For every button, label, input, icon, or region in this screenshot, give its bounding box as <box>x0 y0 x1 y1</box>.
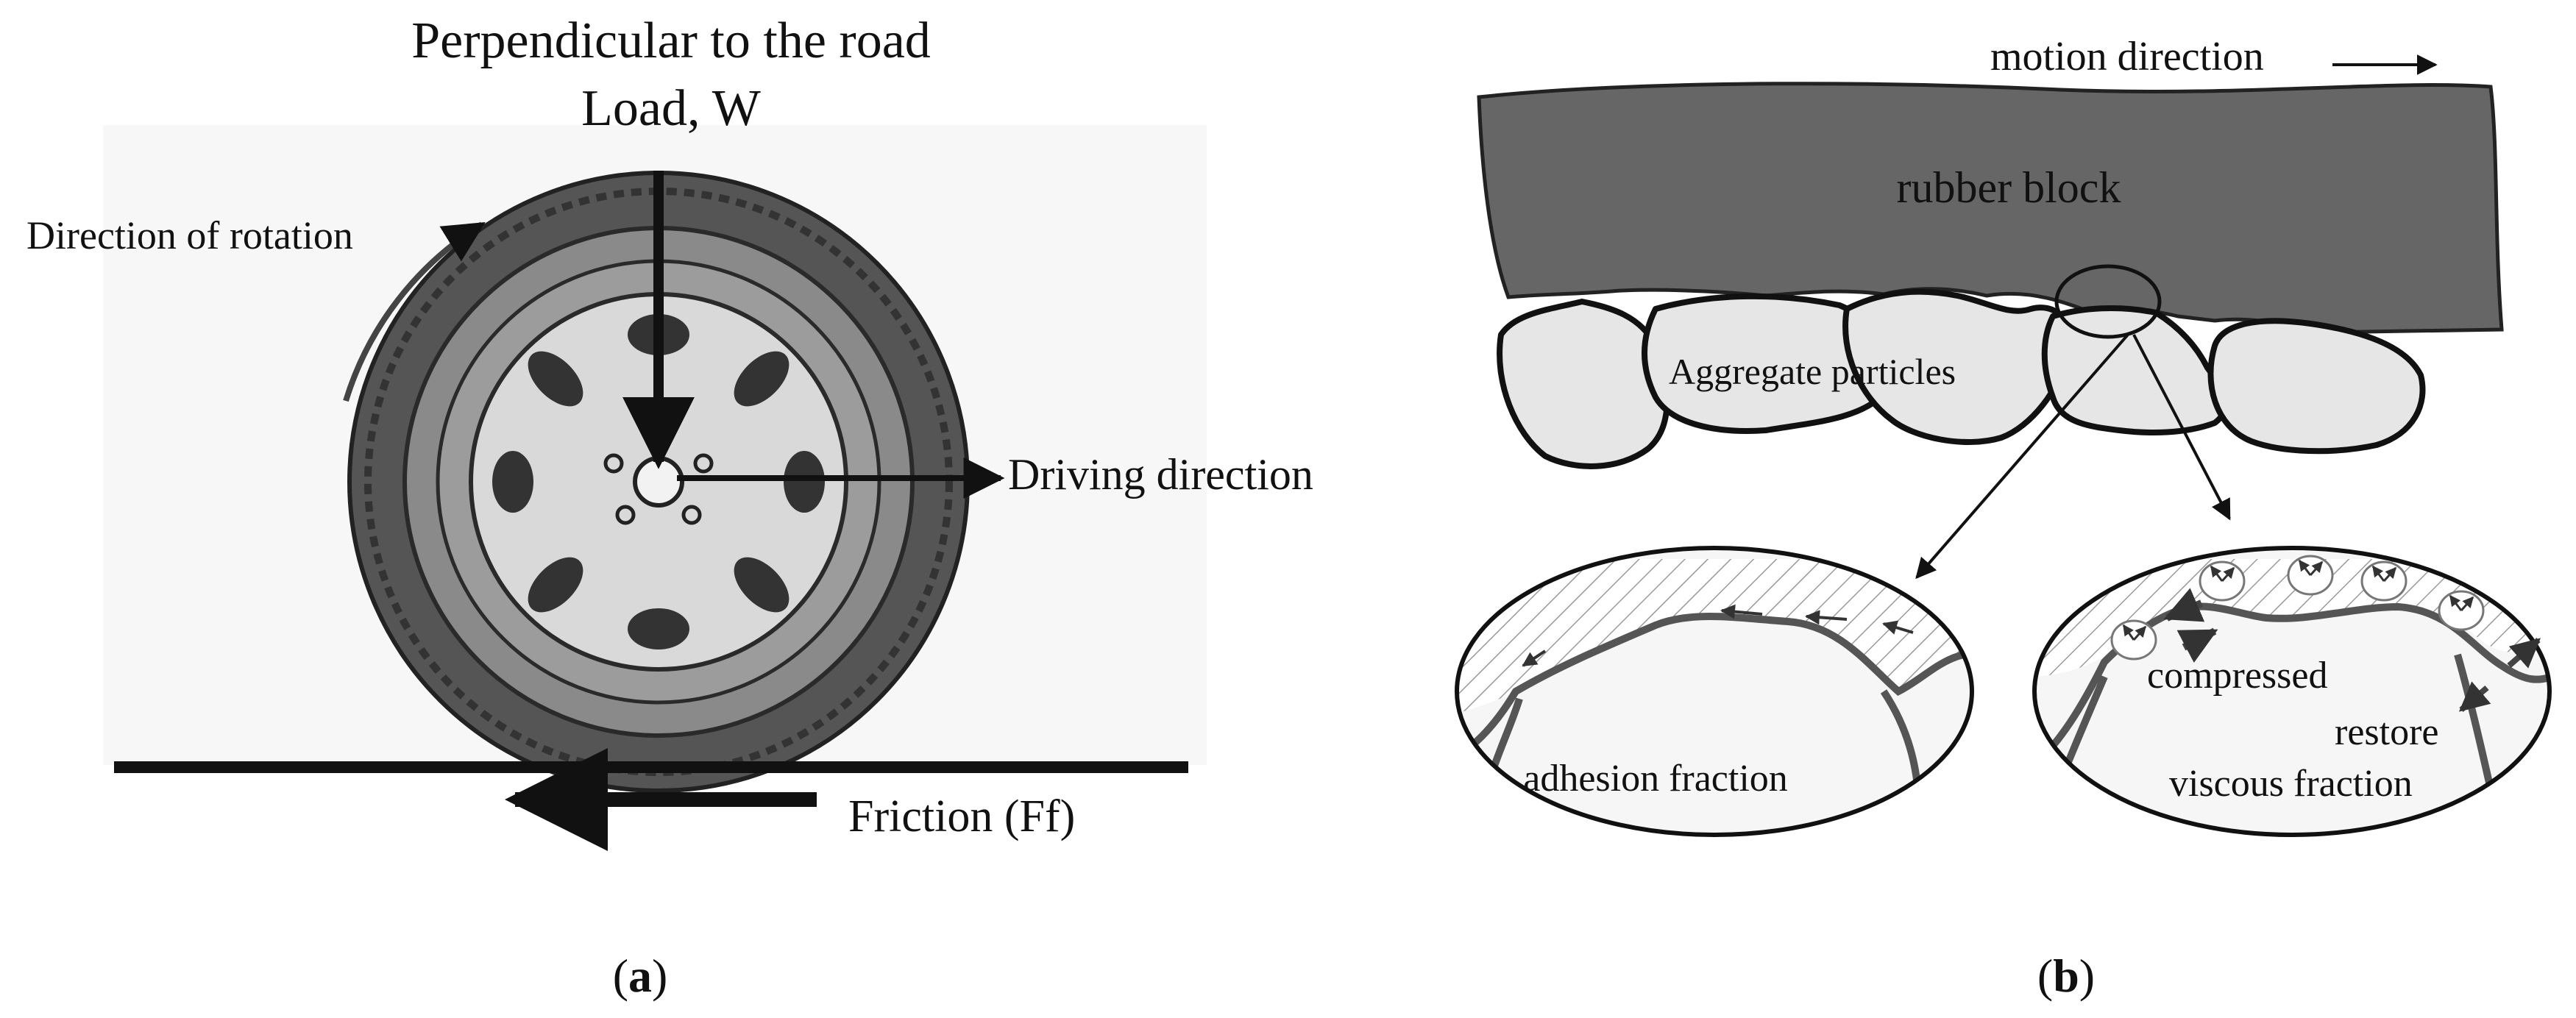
panel-a-label: (a) <box>613 950 668 1002</box>
restore-label: restore <box>2335 711 2438 753</box>
compressed-arrow-a <box>2163 588 2205 622</box>
rotation-label: Direction of rotation <box>26 213 353 257</box>
aggregate-label: Aggregate particles <box>1669 351 1956 392</box>
panel-b: adhesion fraction <box>1455 34 2552 1002</box>
restore-arrow-b <box>2507 637 2541 669</box>
rubber-label: rubber block <box>1897 163 2121 212</box>
pointer-to-viscous <box>2132 334 2231 521</box>
driving-label: Driving direction <box>1008 450 1313 499</box>
load-label-line1: Perpendicular to the road <box>411 13 931 69</box>
rotation-arrow <box>343 221 486 402</box>
aggregate-particles <box>1497 288 2426 469</box>
viscous-label: viscous fraction <box>2169 763 2413 805</box>
adhesion-label: adhesion fraction <box>1523 758 1788 800</box>
panel-b-label: (b) <box>2037 950 2095 1002</box>
adhesion-zoom: adhesion fraction <box>1455 546 1974 837</box>
tire-icon <box>347 171 970 793</box>
compressed-arrow-b <box>2176 627 2218 663</box>
viscous-zoom: compressed restore viscous fraction <box>2032 546 2552 837</box>
motion-label: motion direction <box>1990 34 2264 79</box>
pointer-to-adhesion <box>1915 333 2129 580</box>
magnifier-ring <box>2054 264 2162 339</box>
compressed-label: compressed <box>2147 655 2327 697</box>
restore-arrow-a <box>2458 681 2491 713</box>
panel-a: Perpendicular to the road Load, W Direct… <box>26 13 1313 1002</box>
friction-label: Friction (Ff) <box>848 791 1075 841</box>
load-label-line2: Load, W <box>581 80 761 137</box>
